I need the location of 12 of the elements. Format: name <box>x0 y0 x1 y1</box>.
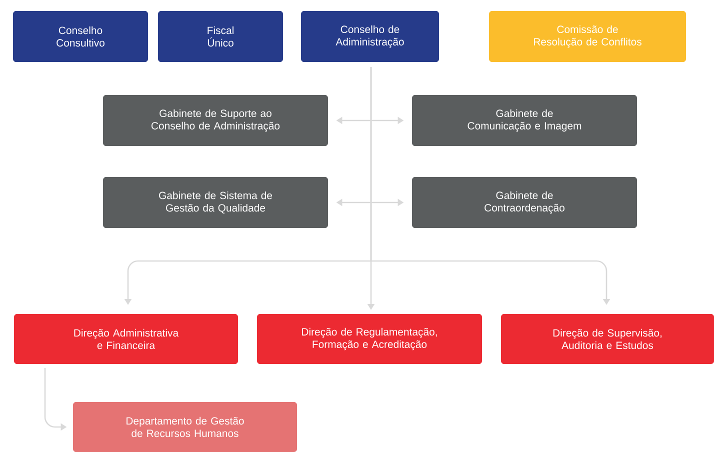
department-box: Departamento de Gestão de Recursos Humanos <box>73 402 297 452</box>
board-box: Conselho de Adiministração <box>301 11 439 62</box>
office-box: Gabinete de Contraordenação <box>412 177 637 228</box>
office-box: Gabinete de Suporte ao Conselho de Administração <box>103 95 328 146</box>
board-box: Fiscal Único <box>158 11 283 62</box>
board-box: Conselho Consultivo <box>13 11 148 62</box>
office-box: Gabinete de Sistema de Gestão da Qualidade <box>103 177 328 228</box>
directorate-box: Direção de Supervisão, Auditoria e Estudos <box>501 314 714 364</box>
directorate-box: Direção de Regulamentação, Formação e Acreditação <box>257 314 482 364</box>
directorate-box: Direção Administrativa e Financeira <box>14 314 238 364</box>
commission-box: Comissão de Resolução de Conflitos <box>489 11 686 62</box>
office-box: Gabinete de Comunicação e Imagem <box>412 95 637 146</box>
